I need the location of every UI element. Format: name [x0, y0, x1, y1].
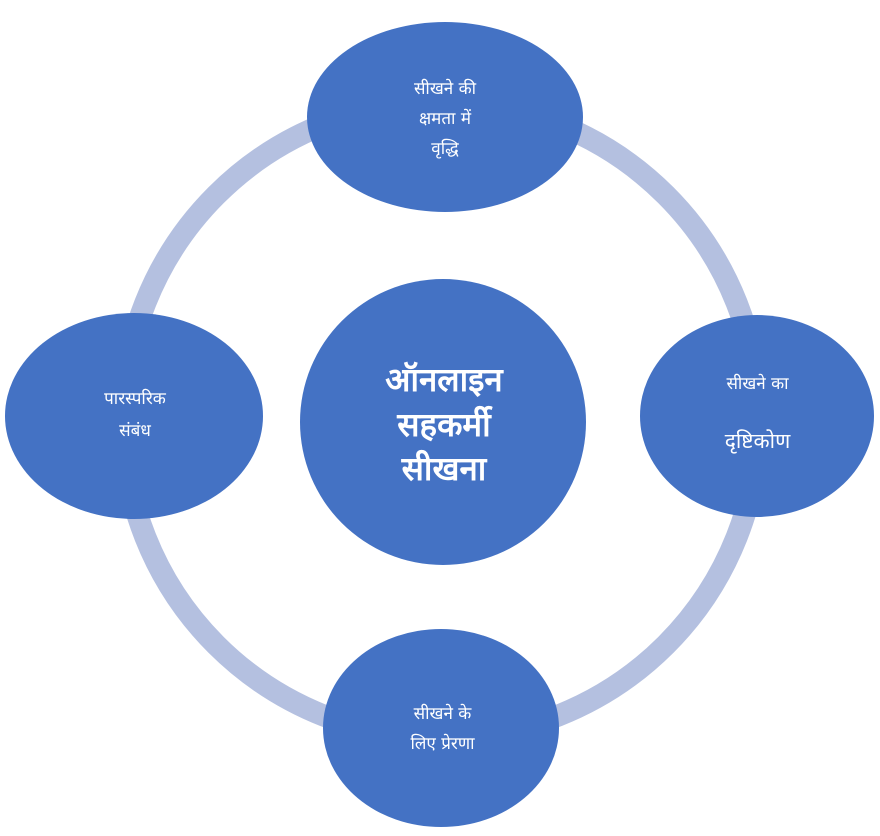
- right-node-label: सीखने का दृष्टिकोण: [645, 350, 870, 480]
- left-node: [5, 313, 263, 519]
- left-node-label: पारस्परिक संबंध: [104, 388, 166, 441]
- right-node-label-line1: सीखने का: [726, 374, 789, 395]
- top-node-label: सीखने की क्षमता में वृद्धि: [413, 79, 477, 159]
- center-node: [300, 279, 586, 565]
- bottom-node: [323, 629, 559, 827]
- right-node-label-line2: दृष्टिकोण: [724, 429, 791, 454]
- center-node-label: ऑनलाइन सहकर्मी सीखना: [385, 360, 503, 489]
- right-node: [640, 315, 874, 517]
- bottom-node-label: सीखने के लिए प्रेरणा: [410, 704, 475, 754]
- top-node: [307, 22, 583, 212]
